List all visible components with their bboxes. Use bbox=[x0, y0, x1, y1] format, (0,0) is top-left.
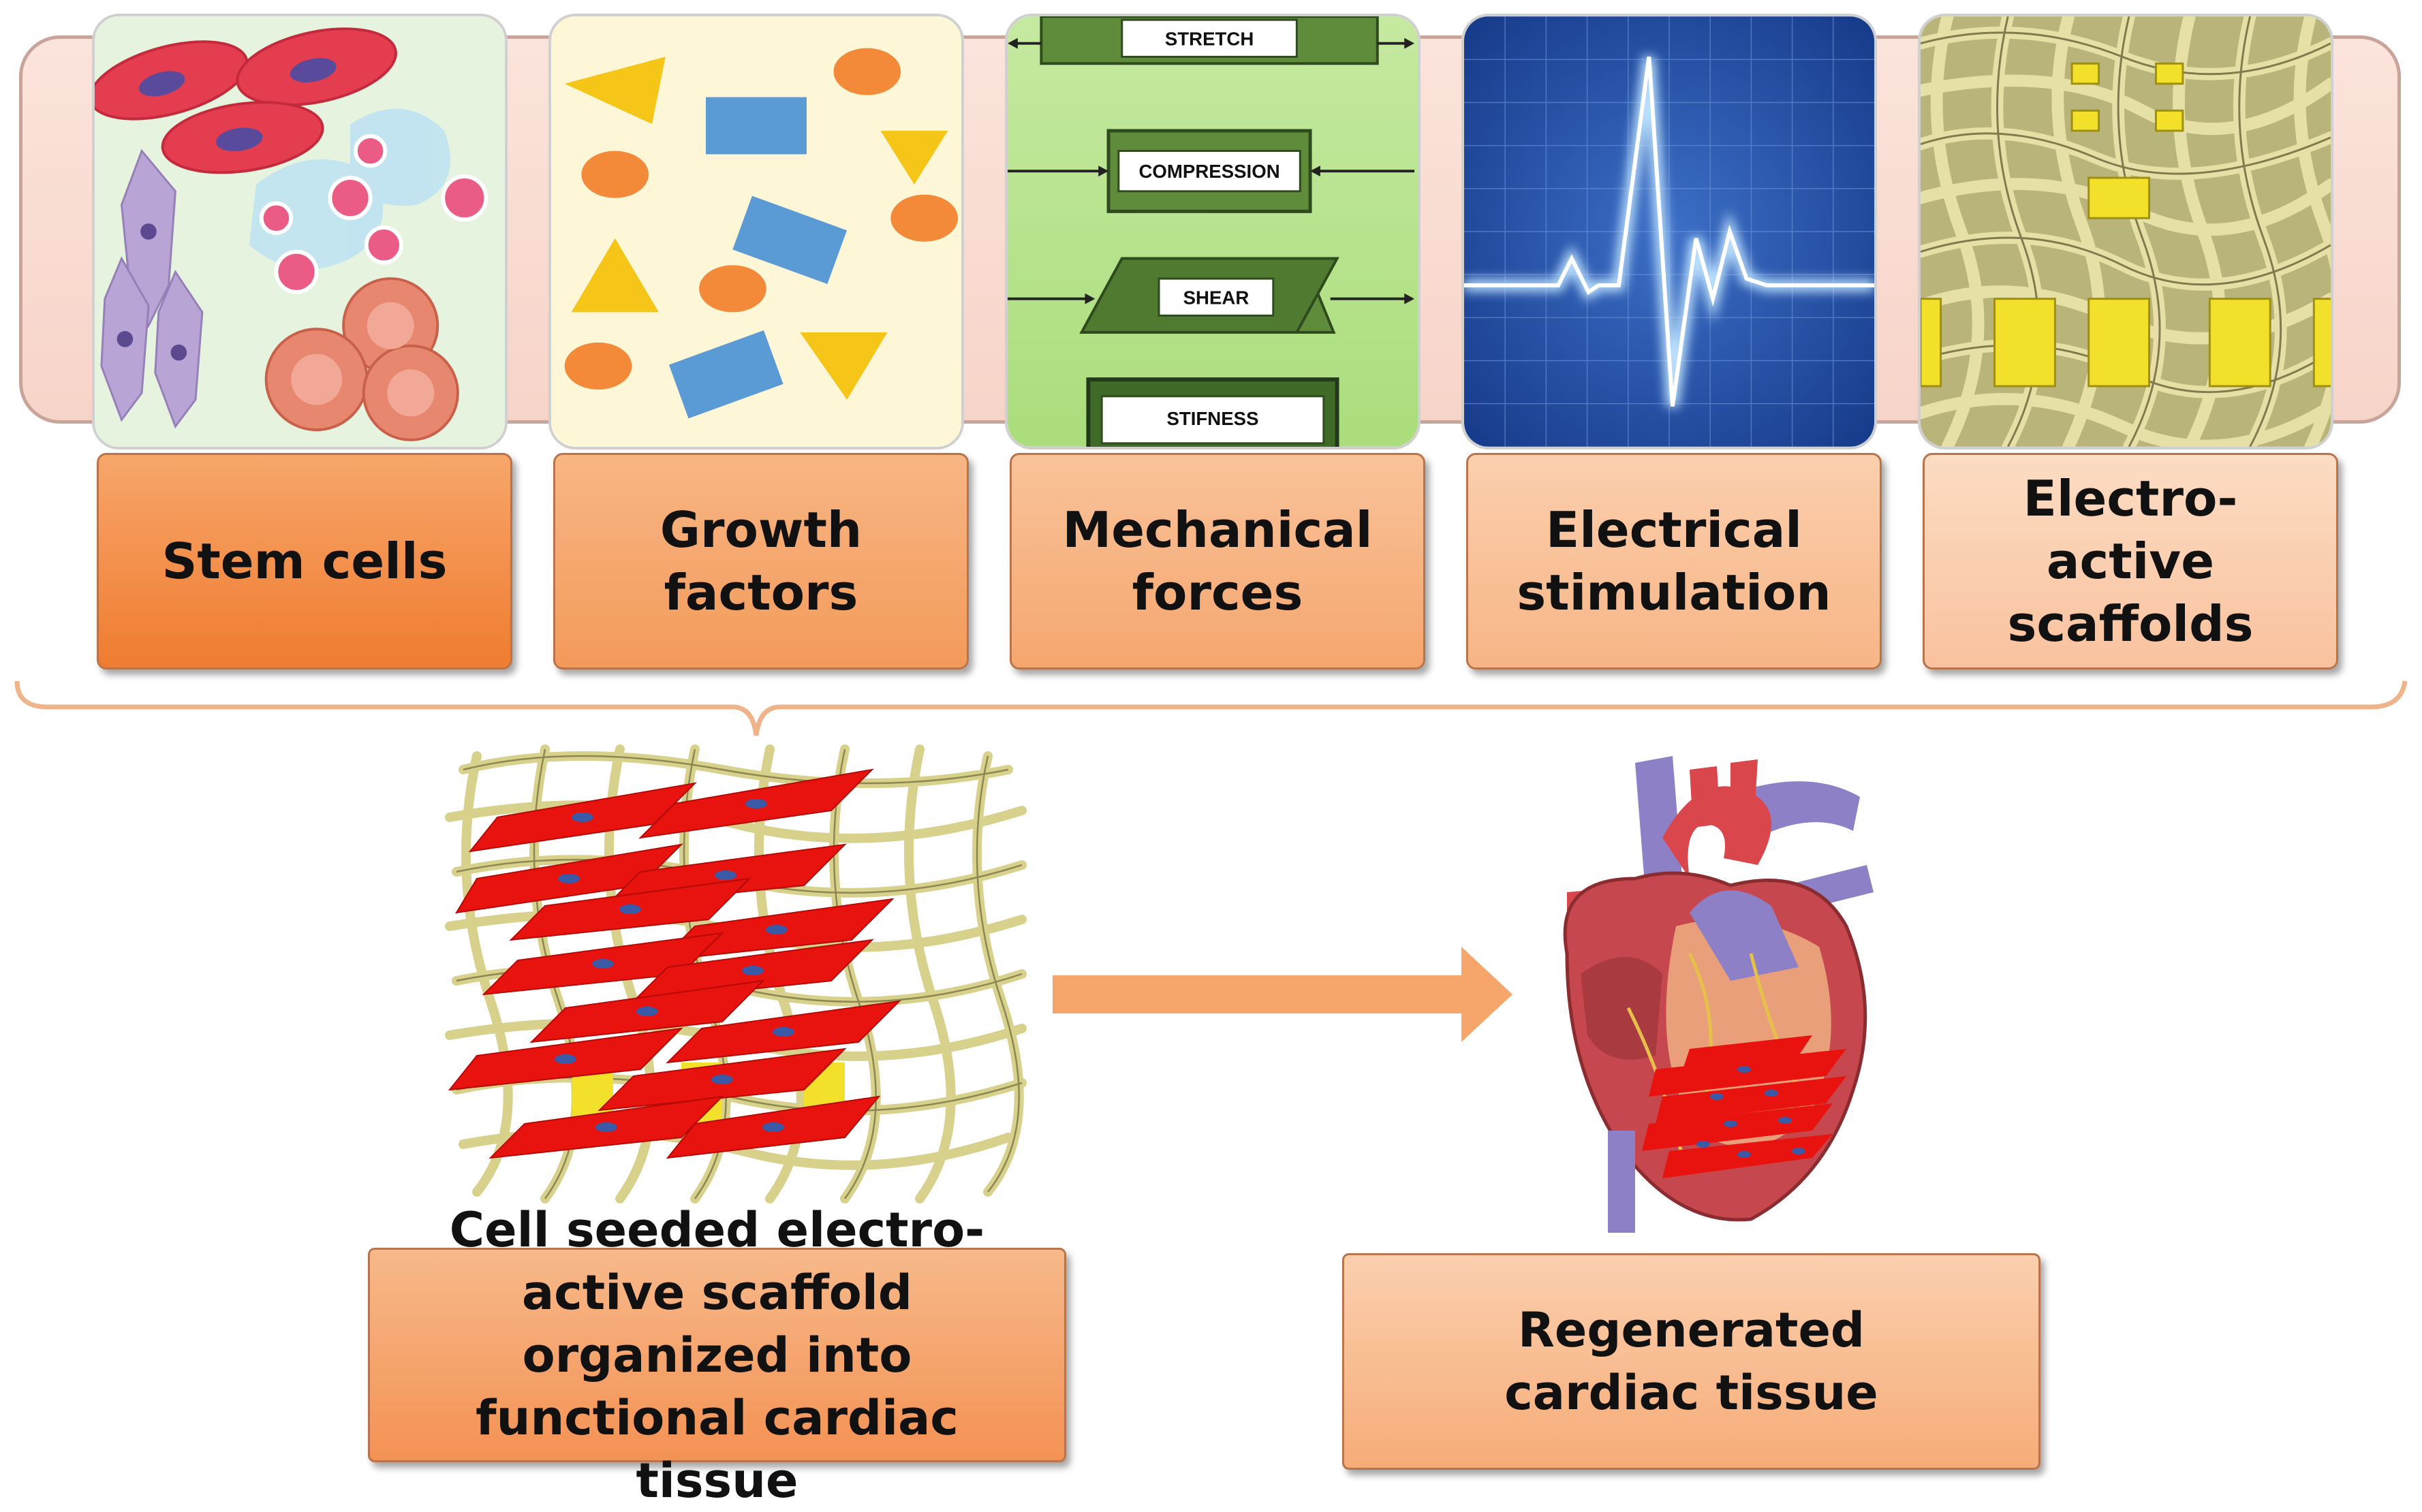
electrical-stimulation-panel bbox=[1461, 14, 1877, 450]
mechanical-forces-label: Mechanical forces bbox=[1010, 453, 1425, 670]
electro-active-scaffolds-illustration bbox=[1921, 16, 2331, 447]
stretch-label: STRETCH bbox=[1165, 29, 1254, 50]
growth-factors-illustration bbox=[551, 16, 961, 447]
electro-active-scaffolds-label: Electro-active scaffolds bbox=[1923, 453, 2338, 670]
cell-seeded-scaffold-illustration bbox=[445, 744, 1027, 1203]
electrical-stimulation-label: Electrical stimulation bbox=[1466, 453, 1882, 670]
growth-factors-label: Growth factors bbox=[553, 453, 969, 670]
electro-active-scaffolds-text: Electro-active scaffolds bbox=[2007, 470, 2254, 652]
growth-factors-text: Growth factors bbox=[659, 501, 863, 621]
compression-label: COMPRESSION bbox=[1138, 161, 1279, 182]
scaffold-outcome-text: Cell seeded electro-active scaffold orga… bbox=[449, 1201, 985, 1509]
stem-cells-label: Stem cells bbox=[97, 453, 512, 670]
stem-cells-illustration bbox=[95, 16, 505, 447]
electro-active-scaffolds-panel bbox=[1918, 14, 2333, 450]
mechanical-forces-text: Mechanical forces bbox=[1062, 501, 1373, 621]
heart-illustration bbox=[1563, 756, 1874, 1233]
scaffold-outcome-label: Cell seeded electro-active scaffold orga… bbox=[368, 1202, 1066, 1509]
stem-cells-text: Stem cells bbox=[161, 533, 448, 590]
right-arrow bbox=[1053, 947, 1512, 1042]
regenerated-outcome-label: Regenerated cardiac tissue bbox=[1342, 1253, 2040, 1470]
regenerated-outcome-text: Regenerated cardiac tissue bbox=[1504, 1302, 1878, 1421]
stem-cells-panel bbox=[92, 14, 508, 450]
stiffness-label: STIFNESS bbox=[1166, 408, 1258, 429]
electrical-stimulation-text: Electrical stimulation bbox=[1517, 501, 1831, 621]
shear-label: SHEAR bbox=[1183, 287, 1249, 309]
electrical-stimulation-illustration bbox=[1464, 16, 1874, 447]
growth-factors-panel bbox=[548, 14, 964, 450]
mechanical-forces-illustration: STRETCH COMPRESSION SHEAR STIFNESS bbox=[1008, 16, 1418, 447]
bracket bbox=[14, 680, 2408, 736]
mechanical-forces-panel: STRETCH COMPRESSION SHEAR STIFNESS bbox=[1005, 14, 1420, 450]
